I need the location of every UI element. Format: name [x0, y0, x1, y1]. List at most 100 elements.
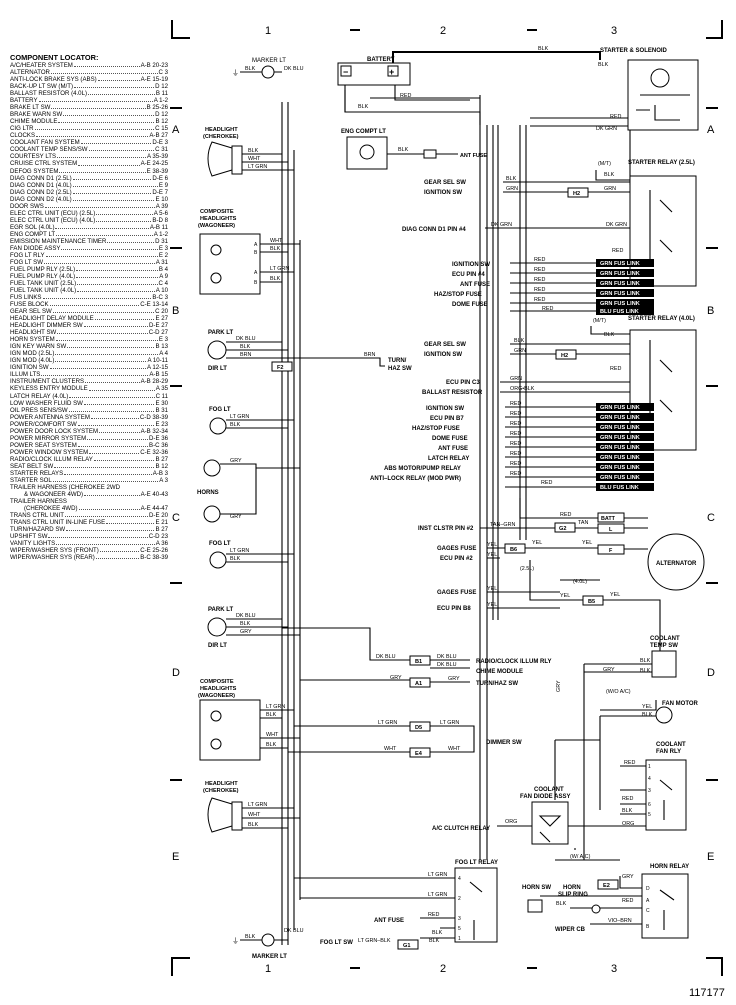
svg-text:COOLANT: COOLANT	[534, 787, 564, 793]
fuse-link-pill	[596, 433, 654, 441]
fuse-link-label: GRN FUS LINK	[600, 271, 640, 277]
locator-entry-location: A 1-2	[153, 97, 168, 105]
locator-leader-dots	[78, 160, 140, 166]
locator-entry-name: LOW WASHER FLUID SW	[10, 399, 83, 407]
locator-entry: FUEL TANK UNIT (2.5L)C 4	[10, 280, 168, 287]
park-lt-mid: PARK LT DK BLU BLK GRY DIR LT	[207, 607, 300, 649]
svg-text:G2: G2	[559, 526, 566, 532]
svg-text:(CHEROKEE): (CHEROKEE)	[203, 134, 239, 140]
locator-entry-name: A/C/HEATER SYSTEM	[10, 62, 73, 70]
horns: HORNS GRY GRY	[197, 458, 300, 523]
fuse-link-label: GRN FUS LINK	[600, 261, 640, 267]
locator-entry-location: D-E 36	[149, 434, 168, 442]
svg-text:BLK: BLK	[230, 422, 241, 428]
locator-entry-location: A 39	[155, 202, 168, 210]
grid-row-d-right: D	[707, 667, 715, 679]
locator-entry-location: C 20	[155, 308, 168, 316]
locator-entry-location: A 12-15	[146, 364, 168, 372]
svg-text:RED: RED	[534, 297, 545, 303]
svg-text:FAN RLY: FAN RLY	[656, 749, 681, 755]
svg-text:DIR LT: DIR LT	[208, 366, 227, 372]
locator-entry-name: DIAG CONN D2 (4.0L)	[10, 195, 72, 203]
locator-leader-dots	[89, 449, 140, 454]
locator-entry-name: TRAILER HARNESS (CHEROKEE 2WD	[10, 483, 121, 491]
locator-entry-location: C-D 27	[148, 329, 168, 337]
fuse-link-pill	[596, 279, 654, 287]
svg-text:FOG LT RELAY: FOG LT RELAY	[455, 860, 498, 866]
svg-text:(W/O A/C): (W/O A/C)	[606, 689, 631, 695]
fog-lt-top: FOG LT LT GRN BLK	[209, 407, 294, 435]
svg-text:(W/ A/C): (W/ A/C)	[570, 854, 591, 860]
svg-text:ECU PIN #4: ECU PIN #4	[452, 272, 485, 278]
svg-text:L: L	[609, 527, 613, 533]
locator-entry-name: DIAG CONN D2 (2.5L)	[10, 188, 72, 196]
locator-entry: LATCH RELAY (4.0L)C 11	[10, 393, 168, 400]
svg-text:GAGES FUSE: GAGES FUSE	[437, 546, 476, 552]
locator-entry-name: TRANS CTRL UNIT	[10, 512, 64, 520]
svg-text:RED: RED	[610, 366, 621, 372]
locator-entry-name: INSTRUMENT CLUSTERS	[10, 378, 85, 386]
svg-text:DIR LT: DIR LT	[208, 643, 227, 649]
harness-trunks	[281, 90, 631, 945]
svg-text:RED: RED	[534, 277, 545, 283]
svg-text:YEL: YEL	[487, 542, 497, 548]
svg-text:BATT: BATT	[601, 516, 616, 522]
svg-text:5: 5	[648, 812, 651, 818]
svg-text:LATCH RELAY: LATCH RELAY	[428, 456, 469, 462]
svg-text:E4: E4	[415, 751, 423, 757]
locator-entry-name: RADIO/CLOCK ILLUM RELAY	[10, 455, 93, 463]
svg-text:DOME FUSE: DOME FUSE	[452, 302, 488, 308]
svg-text:(M/T): (M/T)	[598, 161, 611, 167]
svg-text:RED: RED	[428, 912, 439, 918]
svg-text:COOLANT: COOLANT	[650, 636, 680, 642]
locator-entry: & WAGONEER 4WD)A-E 40-43	[10, 491, 168, 498]
locator-leader-dots	[84, 491, 140, 496]
grid-col-2-bottom: 2	[440, 963, 446, 975]
locator-entry-name: TURN/HAZARD SW	[10, 526, 66, 534]
fuse-link-pill	[596, 259, 654, 267]
locator-entry-name: OIL PRES SENS/SW	[10, 406, 68, 414]
svg-text:BLK: BLK	[270, 276, 281, 282]
locator-entry-location: D-E 20	[149, 512, 168, 520]
svg-text:WHT: WHT	[448, 746, 461, 752]
locator-entry-location: E 2	[158, 251, 168, 259]
locator-entry-location: E 3	[158, 244, 168, 252]
svg-text:6: 6	[648, 802, 651, 808]
locator-entry-location: A-B 28-29	[140, 378, 168, 386]
fuse-link-pill	[596, 483, 654, 491]
locator-entry-name: BRAKE LT SW	[10, 104, 51, 112]
locator-entry-location: A-E 44-47	[140, 505, 168, 512]
svg-text:IGNITION SW: IGNITION SW	[424, 190, 462, 196]
svg-text:A1: A1	[415, 681, 422, 687]
svg-text:LT GRN: LT GRN	[440, 720, 459, 726]
starter-solenoid: STARTER & SOLENOID BLK RED DK GRN	[530, 48, 699, 132]
fuse-link-pill	[596, 423, 654, 431]
locator-leader-dots	[88, 90, 155, 96]
locator-entry-location: E 3	[158, 336, 168, 344]
grid-row-c-left: C	[172, 512, 180, 524]
svg-text:BLK: BLK	[432, 930, 443, 936]
svg-text:TAN: TAN	[578, 520, 588, 526]
locator-entry: ANTI-LOCK BRAKE SYS (ABS)A-E 15-19	[10, 76, 168, 83]
svg-text:E2: E2	[603, 883, 610, 889]
locator-entry-name: POWER DOOR LOCK SYSTEM	[10, 427, 99, 435]
svg-text:BLK: BLK	[642, 712, 653, 718]
locator-leader-dots	[72, 189, 152, 194]
svg-text:B: B	[254, 250, 258, 256]
locator-entry-name: EMISSION MAINTENANCE TIMER	[10, 237, 107, 245]
svg-text:FAN DIODE ASSY: FAN DIODE ASSY	[520, 794, 570, 800]
svg-text:GEAR SEL SW: GEAR SEL SW	[424, 180, 466, 186]
locator-entry-name: CHIME MODULE	[10, 118, 58, 126]
fog-lt-relay-block: FOG LT RELAY 4 2 3 5 1 LT GRN LT GRN ANT…	[294, 860, 498, 950]
locator-leader-dots	[57, 153, 146, 159]
grid-col-3-top: 3	[611, 25, 617, 37]
locator-entry-location: C 15	[155, 125, 168, 133]
locator-leader-dots	[76, 266, 158, 271]
fuse-link-label: GRN FUS LINK	[600, 475, 640, 481]
svg-text:A: A	[254, 242, 258, 248]
